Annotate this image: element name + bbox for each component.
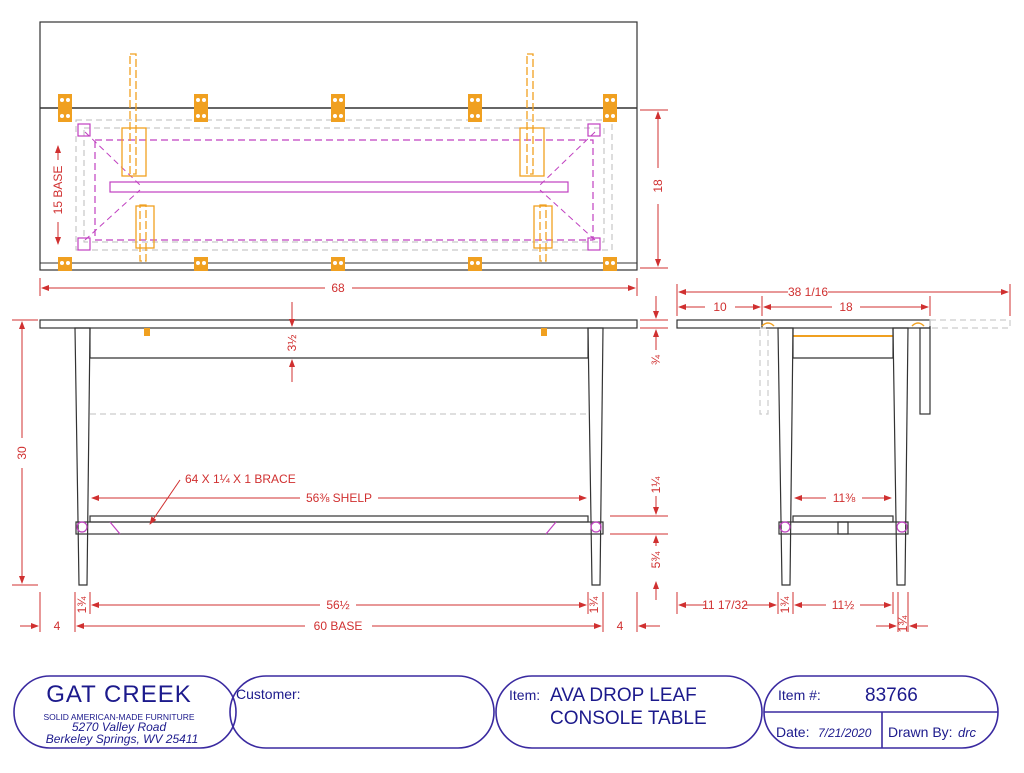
dim-shelf: 56⅜ SHELP [306,491,372,505]
dim-overhang-right: 4 [617,619,624,633]
dim-leg-inner: 56½ [326,598,349,612]
dim-apron-group: 3½ [285,302,299,382]
dim-height: 30 [15,446,29,460]
dim-leg-small-right: 1¾ [587,596,601,614]
dim-top-length: 68 [331,281,345,295]
dim-base-depth: 15 BASE [51,166,65,215]
title-block [13,675,999,749]
dim-front-right-group: ¾ 1¼ 5¾ [610,296,668,600]
dim-apron: 3½ [285,335,299,352]
dim-height-group: 30 [12,319,38,586]
dim-side-total: 38 1/16 [788,285,828,299]
dim-base-length: 60 BASE [314,619,363,633]
dim-side-bottom-group: 11 17/32 1¾ 11½ 1¾ [676,592,928,633]
item-number: 83766 [865,685,918,706]
dim-shelf-group: 56⅜ SHELP [91,491,587,505]
drawn-by-label: Drawn By: [888,724,953,740]
company-address-2: Berkeley Springs, WV 25411 [46,732,199,746]
company-logo: GAT CREEK [46,681,191,708]
dim-top-thick: ¾ [649,354,663,365]
dim-side-top-group: 38 1/16 10 18 [676,284,1011,316]
dim-side-leaf: 10 [713,300,727,314]
item-label: Item: [509,687,540,703]
dim-side-top: 18 [839,300,853,314]
front-view [39,319,638,586]
dim-front-bottom-group: 1¾ 56½ 1¾ 4 60 BASE 4 [20,592,660,633]
dim-leg-small-left: 1¾ [75,596,89,614]
date-label: Date: [776,724,809,740]
dim-top-length-group: 68 [39,278,638,296]
item-name-line1: AVA DROP LEAF [550,685,697,706]
company-tagline: SOLID AMERICAN-MADE FURNITURE [43,712,194,722]
item-name-line2: CONSOLE TABLE [550,708,707,729]
drawn-by-value: drc [958,725,977,740]
dim-shelf-gap: 1¼ [649,476,663,494]
dim-shelf-low: 5¾ [649,551,663,569]
dim-top-depth: 18 [651,179,665,193]
company-address-1: 5270 Valley Road [72,720,167,734]
brace-note: 64 X 1¼ X 1 BRACE [185,472,296,486]
dim-side-right-small: 1¾ [896,615,910,633]
dim-top-depth-group: 18 [640,109,668,269]
side-view [676,319,1011,586]
date-value: 7/21/2020 [818,726,872,740]
dim-side-shelf-group: 11⅜ [794,491,892,505]
dim-side-leg: 1¾ [778,596,792,614]
dim-side-left-off: 11 17/32 [702,598,748,612]
item-number-label: Item #: [778,687,821,703]
customer-label: Customer: [236,686,301,702]
brace-note-group: 64 X 1¼ X 1 BRACE [149,472,296,525]
top-view: 15 BASE [39,21,638,271]
dim-overhang-left: 4 [54,619,61,633]
dim-side-inner: 11½ [832,598,854,612]
dim-side-shelf: 11⅜ [833,491,856,505]
